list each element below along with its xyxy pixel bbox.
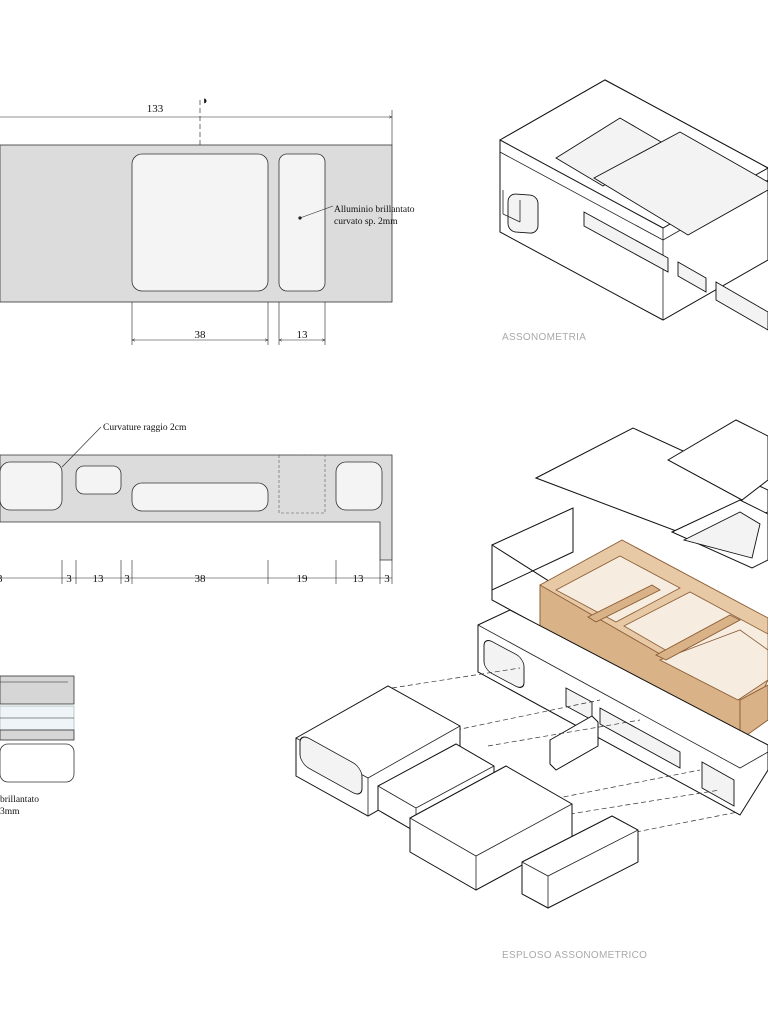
shell-opening — [701, 761, 735, 807]
radius-leader — [61, 426, 102, 468]
section-note-line1: brillantato — [0, 795, 39, 805]
dimension-label: 19 — [297, 573, 309, 585]
section-separator — [0, 729, 75, 741]
axonometric-view: ASSONOMETRIA — [498, 79, 768, 343]
front-opening-left — [0, 461, 63, 511]
large-tray-recess — [593, 131, 768, 236]
material-note-line1: Alluminio brillantato — [334, 205, 415, 215]
shell-top-edge — [477, 624, 768, 769]
section-drawer-profile — [0, 743, 75, 783]
front-slot-long — [583, 211, 669, 273]
hidden-drawer-outline — [278, 454, 326, 514]
leg-foot — [502, 213, 521, 223]
wood-side — [739, 684, 768, 741]
front-edge — [499, 139, 664, 320]
center-mark: ◗ — [202, 95, 209, 107]
aluminium-shell — [477, 609, 768, 816]
material-note-line2: curvato sp. 2mm — [334, 217, 398, 227]
front-view: Curvature raggio 2cm 3 3 13 3 38 19 13 3 — [0, 423, 393, 585]
tray-lid — [666, 419, 768, 501]
exploded-caption: ESPLOSO ASSONOMETRICO — [502, 950, 647, 961]
radius-note: Curvature raggio 2cm — [103, 423, 187, 433]
front-slot-right — [715, 281, 768, 331]
dimension-label: 38 — [195, 329, 207, 341]
material-leader — [299, 205, 334, 219]
dimension-label: 3 — [384, 573, 390, 585]
wood-compartment — [659, 629, 768, 701]
inner-tray-recess — [682, 511, 761, 559]
leader-dot — [298, 216, 302, 220]
explode-guide-lines — [391, 667, 739, 833]
total-width-dimension: 133 — [147, 103, 164, 115]
side-opening — [507, 193, 539, 234]
dimension-label: 3 — [124, 573, 130, 585]
wood-divider — [587, 584, 661, 623]
axonometric-caption: ASSONOMETRIA — [502, 332, 586, 343]
section-top-layer — [0, 675, 75, 705]
dimension-label: 3 — [0, 573, 3, 585]
dimension-label: 13 — [297, 329, 309, 341]
front-opening-right — [335, 461, 383, 511]
dimension-ticks — [61, 560, 393, 584]
front-opening-small — [75, 465, 122, 495]
front-slot-small — [677, 261, 707, 293]
narrow-tray-opening — [278, 153, 326, 292]
section-detail: brillantato 3mm — [0, 675, 75, 817]
dimension-label: 3 — [66, 573, 72, 585]
section-note-line2: 3mm — [0, 807, 20, 817]
shell-opening — [599, 707, 681, 769]
drawer-narrow — [521, 815, 639, 909]
exploded-axonometric-view: ESPLOSO ASSONOMETRICO — [295, 419, 768, 961]
large-tray-opening — [131, 153, 269, 292]
top-view: 133 ◗ Alluminio brillantato curvato sp. … — [0, 95, 415, 345]
wood-compartment — [555, 555, 681, 623]
top-plate — [534, 427, 768, 541]
shell-opening — [483, 640, 525, 688]
dimension-label: 13 — [93, 573, 105, 585]
front-opening-long — [131, 482, 269, 512]
wood-divider — [655, 614, 741, 661]
dimension-label: 13 — [353, 573, 365, 585]
dimension-label: 38 — [195, 573, 207, 585]
